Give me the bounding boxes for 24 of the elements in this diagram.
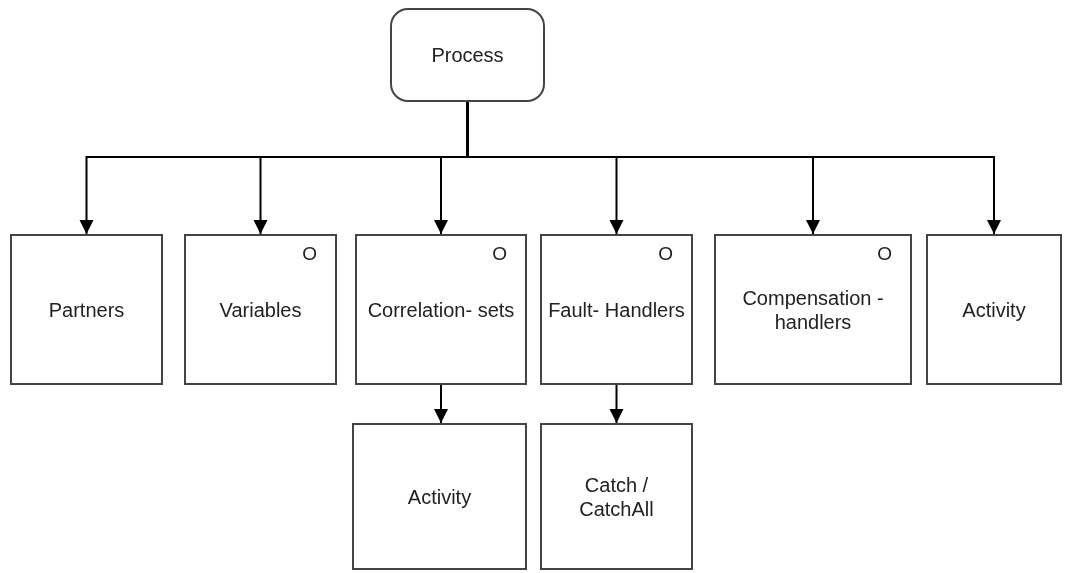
- process-box: [355, 234, 527, 385]
- node-label: Process: [430, 43, 505, 67]
- node-label: Activity: [406, 484, 473, 509]
- node-label: Partners: [47, 297, 126, 322]
- process-box: [540, 423, 693, 570]
- process-box: [714, 234, 912, 385]
- node-label: Fault- Handlers: [547, 297, 686, 322]
- node-label: Compensation -handlers: [741, 285, 885, 334]
- optional-marker: O: [302, 244, 317, 264]
- process-box: [184, 234, 337, 385]
- node-label: Activity: [961, 297, 1027, 322]
- optional-marker: O: [492, 244, 507, 264]
- optional-marker: O: [658, 244, 673, 264]
- rounded-box: [390, 8, 545, 102]
- optional-marker: O: [877, 244, 892, 264]
- node-label: Correlation- sets: [366, 297, 516, 322]
- process-box: [540, 234, 693, 385]
- node-label: Variables: [218, 297, 303, 322]
- process-box: [10, 234, 163, 385]
- node-label: Catch / CatchAll: [578, 472, 655, 521]
- process-box: [926, 234, 1062, 385]
- arrow: [609, 384, 624, 424]
- arrow: [434, 384, 448, 424]
- process-box: [352, 423, 527, 570]
